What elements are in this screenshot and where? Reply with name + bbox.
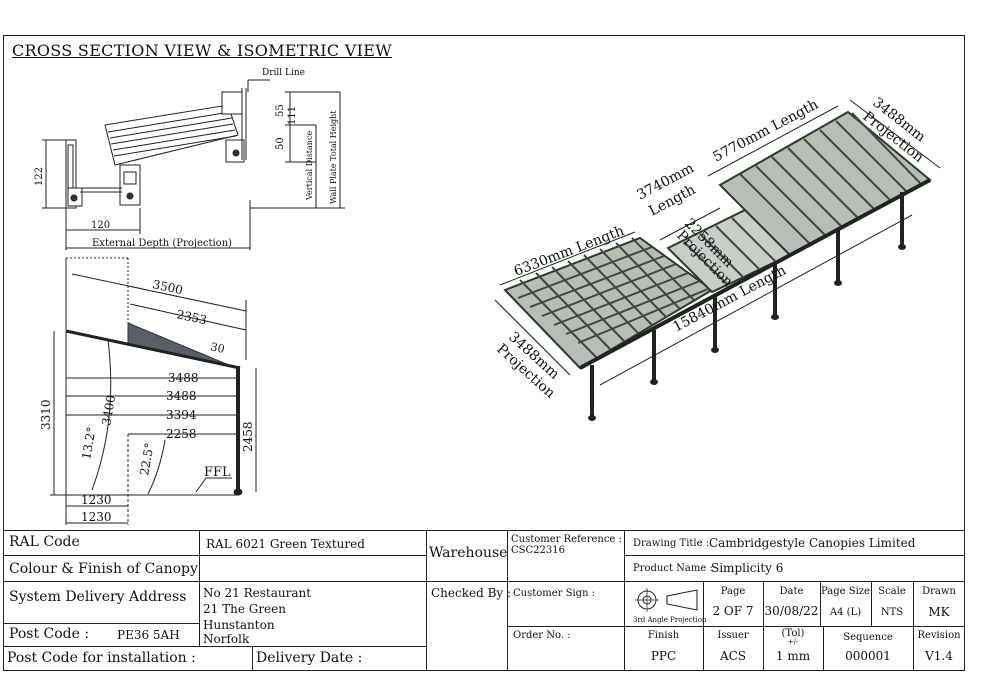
vertical-distance-label: Vertical Distance: [305, 131, 314, 201]
dim-1230a: 1230: [81, 493, 112, 507]
drawing-title-label: Drawing Title :: [633, 538, 710, 549]
wall-plate-height-label: Wall Plate Total Height: [329, 110, 338, 204]
finish-value: PPC: [650, 649, 677, 663]
dim-2458: 2458: [241, 421, 255, 452]
ffl-label: FFL: [204, 465, 231, 480]
address-line1: No 21 Restaurant: [203, 586, 312, 600]
scale-label: Scale: [878, 586, 906, 597]
page-title: CROSS SECTION VIEW & ISOMETRIC VIEW: [12, 41, 392, 60]
issuer-value: ACS: [719, 649, 747, 663]
finish-label: Finish: [647, 630, 680, 641]
page-value: 2 OF 7: [712, 604, 754, 618]
delivery-address-label: System Delivery Address: [9, 589, 187, 605]
isometric-view: 6330mm Length 3740mm Length 5770mm Lengt…: [493, 95, 941, 421]
customer-ref-value: CSC22316: [511, 545, 565, 556]
post-code-value: PE36 5AH: [117, 628, 180, 642]
scale-value: NTS: [880, 607, 904, 618]
drill-line-label: Drill Line: [262, 68, 305, 78]
address-line3: Hunstanton: [203, 618, 275, 632]
checked-by-label: Checked By :: [431, 586, 512, 600]
dim-120: 120: [91, 220, 110, 231]
colour-finish-label: Colour & Finish of Canopy: [9, 561, 198, 577]
ral-code-value: RAL 6021 Green Textured: [206, 537, 365, 551]
revision-label: Revision: [917, 630, 961, 641]
dim-55: 55: [275, 104, 286, 117]
drawn-label: Drawn: [922, 586, 956, 597]
projection-label: 3rd Angle Projection: [633, 616, 707, 624]
customer-sign-label: Customer Sign :: [513, 588, 596, 599]
date-value: 30/08/22: [764, 604, 819, 618]
sequence-label: Sequence: [843, 632, 893, 643]
order-no-label: Order No. :: [513, 630, 571, 641]
dim-30: 30: [209, 340, 225, 356]
dim-111: 111: [287, 106, 298, 125]
angle-13: 13.2°: [79, 426, 98, 461]
date-label: Date: [779, 586, 804, 597]
dim-3310: 3310: [39, 399, 53, 430]
dim-3488a: 3488: [168, 371, 199, 385]
drawn-value: MK: [928, 605, 950, 619]
dim-122: 122: [34, 167, 45, 186]
product-name-label: Product Name :: [633, 563, 713, 574]
dim-2258: 2258: [166, 427, 197, 441]
drawing-title-value: Cambridgestyle Canopies Limited: [709, 536, 916, 550]
issuer-label: Issuer: [717, 630, 749, 641]
post-code-label: Post Code :: [9, 626, 90, 642]
revision-value: V1.4: [925, 649, 953, 663]
sequence-value: 000001: [845, 649, 891, 663]
customer-ref-label: Customer Reference :: [511, 534, 622, 545]
angle-22: 22.5°: [137, 442, 156, 477]
dim-2353: 2353: [175, 307, 208, 327]
cross-section-view: Drill Line 55 111 50 Vertical Distance W…: [34, 68, 345, 250]
tolerance-value: 1 mm: [775, 649, 811, 663]
third-angle-projection-icon: [635, 588, 698, 612]
page-label: Page: [720, 586, 746, 597]
dim-3500: 3500: [151, 277, 184, 297]
address-line4: Norfolk: [203, 632, 250, 646]
page-size-value: A4 (L): [829, 607, 862, 618]
tolerance-label: (Tol): [781, 628, 805, 639]
dim-3394: 3394: [166, 408, 197, 422]
dim-3400: 3400: [99, 394, 118, 427]
ral-code-label: RAL Code: [9, 534, 80, 550]
title-block: RAL Code RAL 6021 Green Textured Colour …: [3, 530, 965, 671]
product-name-value: Simplicity 6: [711, 561, 784, 575]
address-line2: 21 The Green: [203, 602, 286, 616]
dim-1230b: 1230: [81, 510, 112, 524]
page-size-label: Page Size: [821, 586, 870, 597]
dim-50: 50: [275, 137, 286, 150]
side-elevation-view: 3500 2353 30 3488 3488 3394 2258 3310 24…: [39, 257, 257, 525]
warehouse-label: Warehouse: [429, 545, 508, 561]
post-code-install-label: Post Code for installation :: [7, 650, 196, 666]
dim-3488b: 3488: [166, 389, 197, 403]
tolerance-sub: +/-: [787, 638, 799, 646]
delivery-date-label: Delivery Date :: [256, 650, 363, 666]
external-depth-label: External Depth (Projection): [92, 238, 232, 249]
